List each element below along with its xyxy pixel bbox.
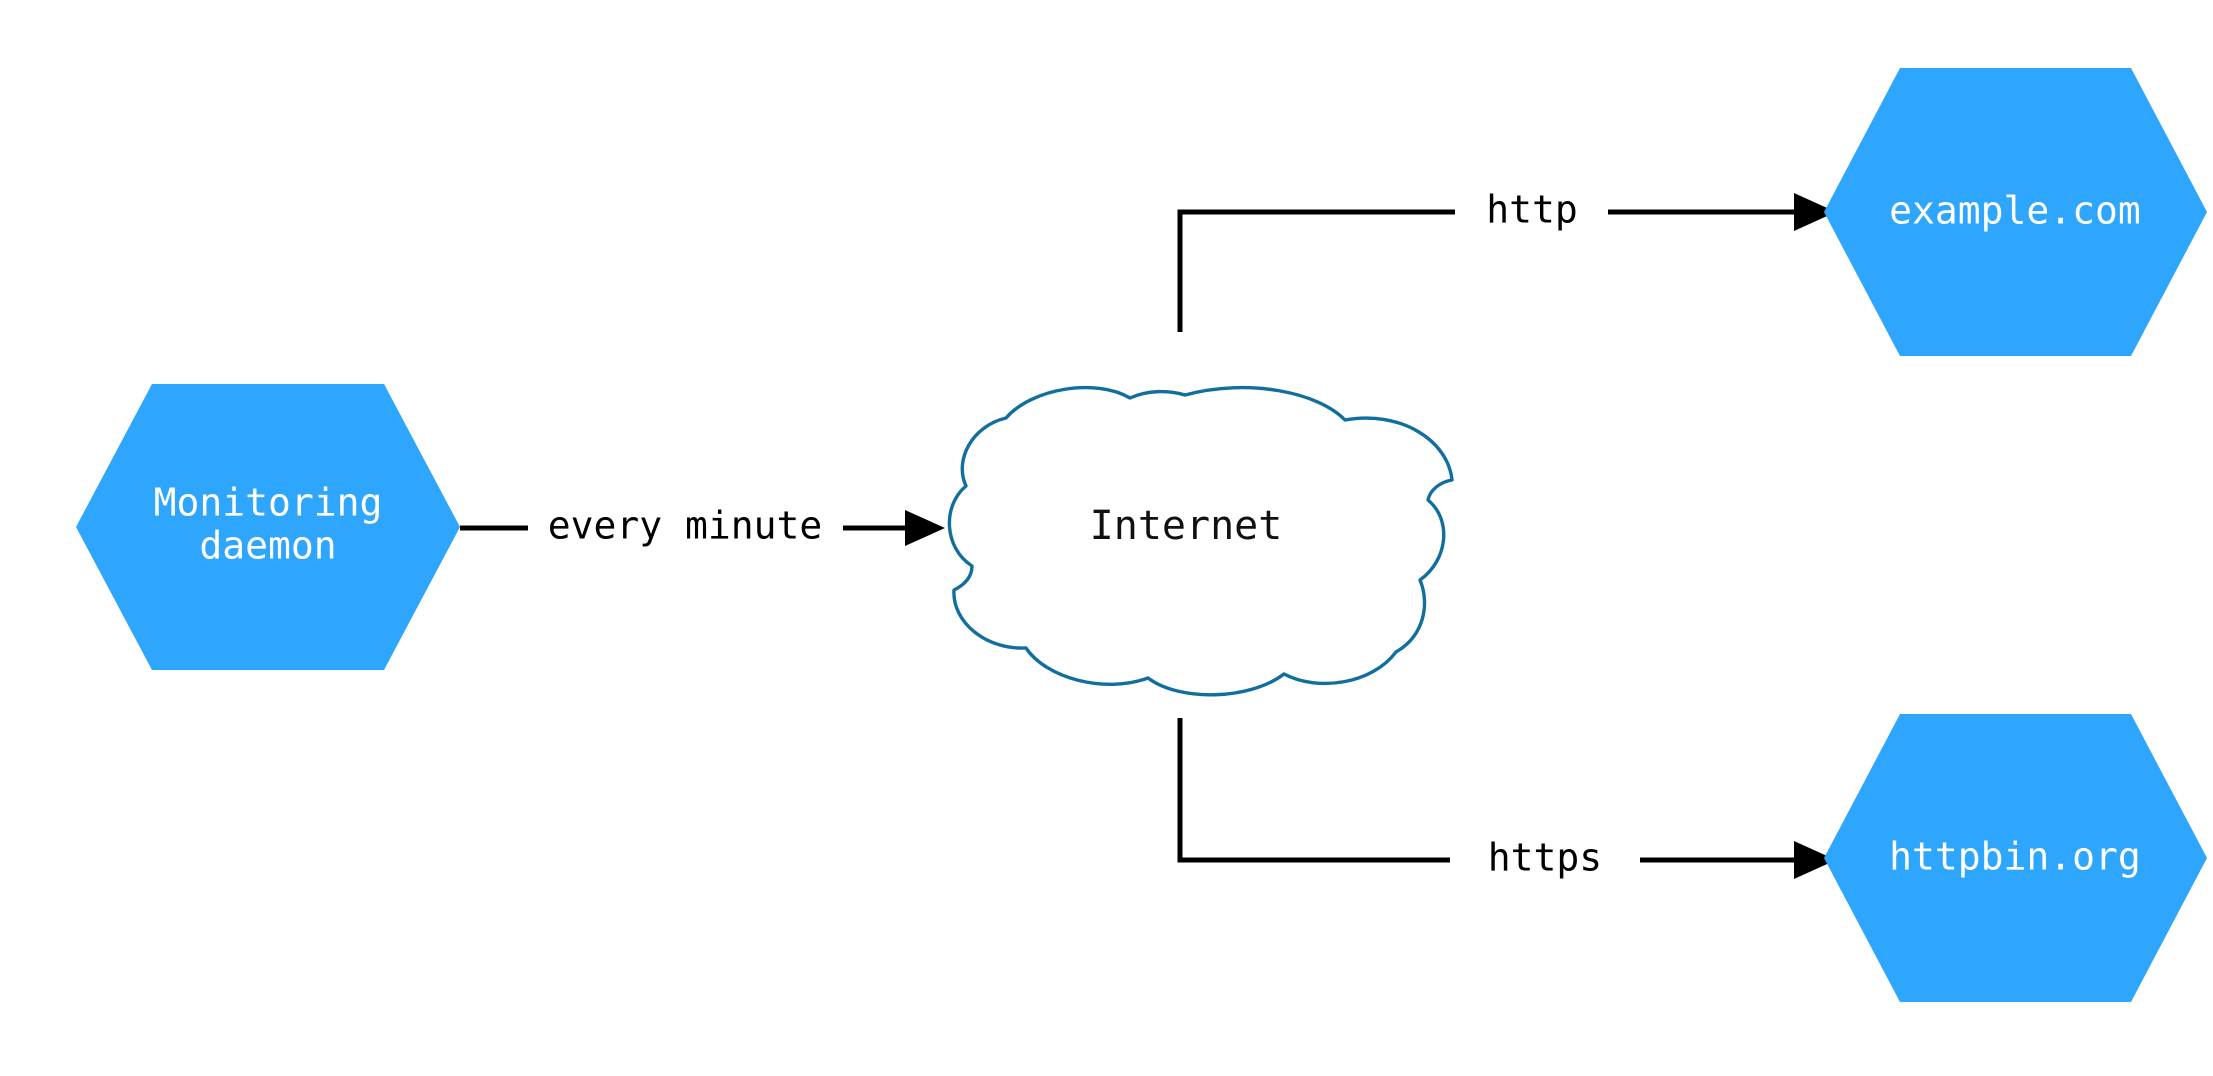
httpbin-org-label: httpbin.org [1889, 835, 2141, 879]
internet-cloud-shape [947, 385, 1454, 697]
edge-https-arrow-icon [1794, 841, 1836, 879]
node-monitoring-daemon[interactable]: Monitoring daemon [76, 384, 460, 670]
edge-every-minute[interactable]: every minute [460, 504, 945, 548]
edge-http-arrow-icon [1794, 193, 1836, 231]
example-com-hexagon [1824, 68, 2207, 356]
edge-https[interactable]: https [1177, 718, 1836, 880]
edge-http-elbow-line [1177, 209, 1455, 332]
example-com-label: example.com [1889, 189, 2141, 233]
monitoring-daemon-label-line1: Monitoring [154, 481, 383, 525]
edge-https-label: https [1488, 836, 1602, 880]
node-httpbin-org[interactable]: httpbin.org [1824, 714, 2207, 1002]
node-example-com[interactable]: example.com [1824, 68, 2207, 356]
edge-https-elbow-line [1177, 718, 1450, 863]
monitoring-daemon-hexagon [76, 384, 460, 670]
internet-label: Internet [1090, 503, 1283, 549]
edge-every-minute-label: every minute [548, 504, 823, 548]
edge-http-label: http [1486, 188, 1578, 232]
edge-every-minute-arrow-icon [905, 510, 945, 546]
httpbin-org-hexagon [1824, 714, 2207, 1002]
monitoring-daemon-label-line2: daemon [199, 524, 336, 568]
node-internet[interactable]: Internet [947, 385, 1454, 697]
edge-http[interactable]: http [1177, 188, 1836, 333]
